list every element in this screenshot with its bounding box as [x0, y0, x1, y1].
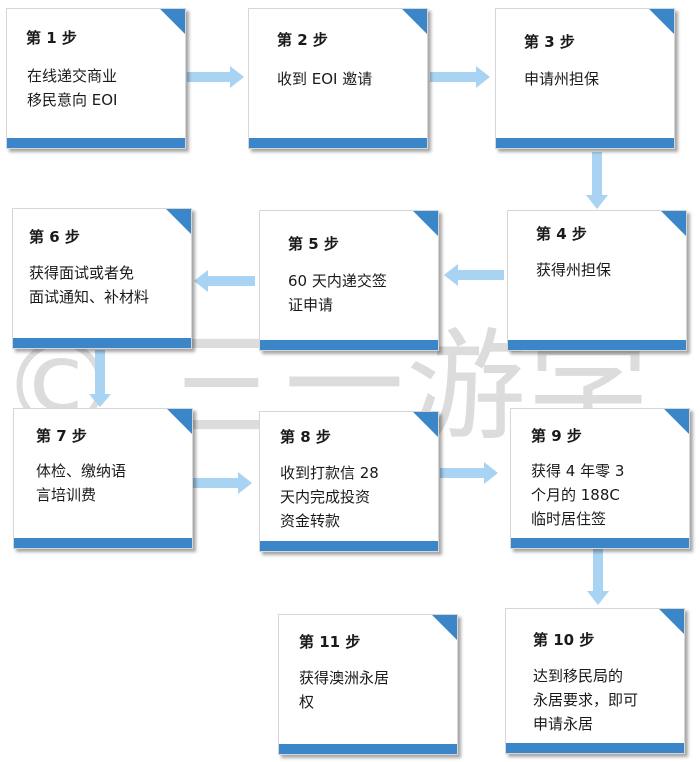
card-accent-bar [249, 138, 427, 148]
step-description: 获得州担保 [536, 261, 612, 279]
card-accent-bar [508, 340, 686, 350]
step-label: 第 4 步 [536, 225, 587, 243]
step-label: 第 1 步 [26, 29, 77, 47]
card-accent-bar [279, 744, 457, 754]
step-card-5: 第 5 步 60 天内递交签证申请 [259, 210, 439, 351]
step-label: 第 7 步 [36, 427, 87, 445]
arrow-2-to-3 [430, 66, 490, 88]
folded-corner-icon [658, 609, 684, 635]
step-label: 第 3 步 [524, 33, 575, 51]
card-accent-bar [7, 138, 185, 148]
folded-corner-icon [401, 9, 427, 35]
card-accent-bar [260, 541, 438, 551]
step-label: 第 2 步 [277, 31, 328, 49]
arrow-5-to-6 [194, 270, 255, 292]
step-description: 申请州担保 [524, 70, 600, 88]
step-label: 第 6 步 [29, 228, 80, 246]
arrow-9-to-10 [587, 549, 609, 605]
step-card-4: 第 4 步 获得州担保 [507, 210, 687, 351]
step-card-11: 第 11 步 获得澳洲永居权 [278, 614, 458, 755]
step-description: 达到移民局的永居要求，即可申请永居 [533, 667, 639, 733]
arrow-3-to-4 [586, 152, 608, 209]
step-card-2: 第 2 步 收到 EOI 邀请 [248, 8, 428, 149]
arrow-4-to-5 [444, 264, 504, 286]
folded-corner-icon [412, 211, 438, 237]
folded-corner-icon [431, 615, 457, 641]
arrow-7-to-8 [192, 472, 252, 494]
folded-corner-icon [648, 9, 674, 35]
arrow-1-to-2 [187, 66, 244, 88]
step-label: 第 11 步 [299, 633, 361, 651]
step-card-3: 第 3 步 申请州担保 [495, 8, 675, 149]
step-card-10: 第 10 步 达到移民局的永居要求，即可申请永居 [505, 608, 685, 754]
card-accent-bar [506, 743, 684, 753]
card-accent-bar [14, 538, 192, 548]
step-description: 体检、缴纳语言培训费 [36, 462, 127, 504]
card-accent-bar [260, 340, 438, 350]
folded-corner-icon [412, 412, 438, 438]
card-accent-bar [496, 138, 674, 148]
step-card-7: 第 7 步 体检、缴纳语言培训费 [13, 408, 193, 549]
step-card-1: 第 1 步 在线递交商业移民意向 EOI [6, 8, 186, 149]
step-description: 收到 EOI 邀请 [277, 70, 373, 88]
step-label: 第 10 步 [533, 631, 595, 649]
folded-corner-icon [660, 211, 686, 237]
step-description: 获得面试或者免面试通知、补材料 [29, 264, 150, 306]
folded-corner-icon [159, 9, 185, 35]
card-accent-bar [13, 338, 191, 348]
step-label: 第 5 步 [288, 235, 339, 253]
step-card-6: 第 6 步 获得面试或者免面试通知、补材料 [12, 208, 192, 349]
folded-corner-icon [166, 409, 192, 435]
arrow-8-to-9 [440, 462, 498, 484]
folded-corner-icon [165, 209, 191, 235]
arrow-6-to-7 [89, 350, 111, 407]
folded-corner-icon [663, 409, 689, 435]
step-label: 第 9 步 [531, 427, 582, 445]
step-description: 在线递交商业移民意向 EOI [27, 67, 118, 109]
step-label: 第 8 步 [280, 428, 331, 446]
step-description: 60 天内递交签证申请 [288, 272, 387, 314]
card-accent-bar [511, 538, 689, 548]
step-description: 获得澳洲永居权 [299, 669, 390, 711]
